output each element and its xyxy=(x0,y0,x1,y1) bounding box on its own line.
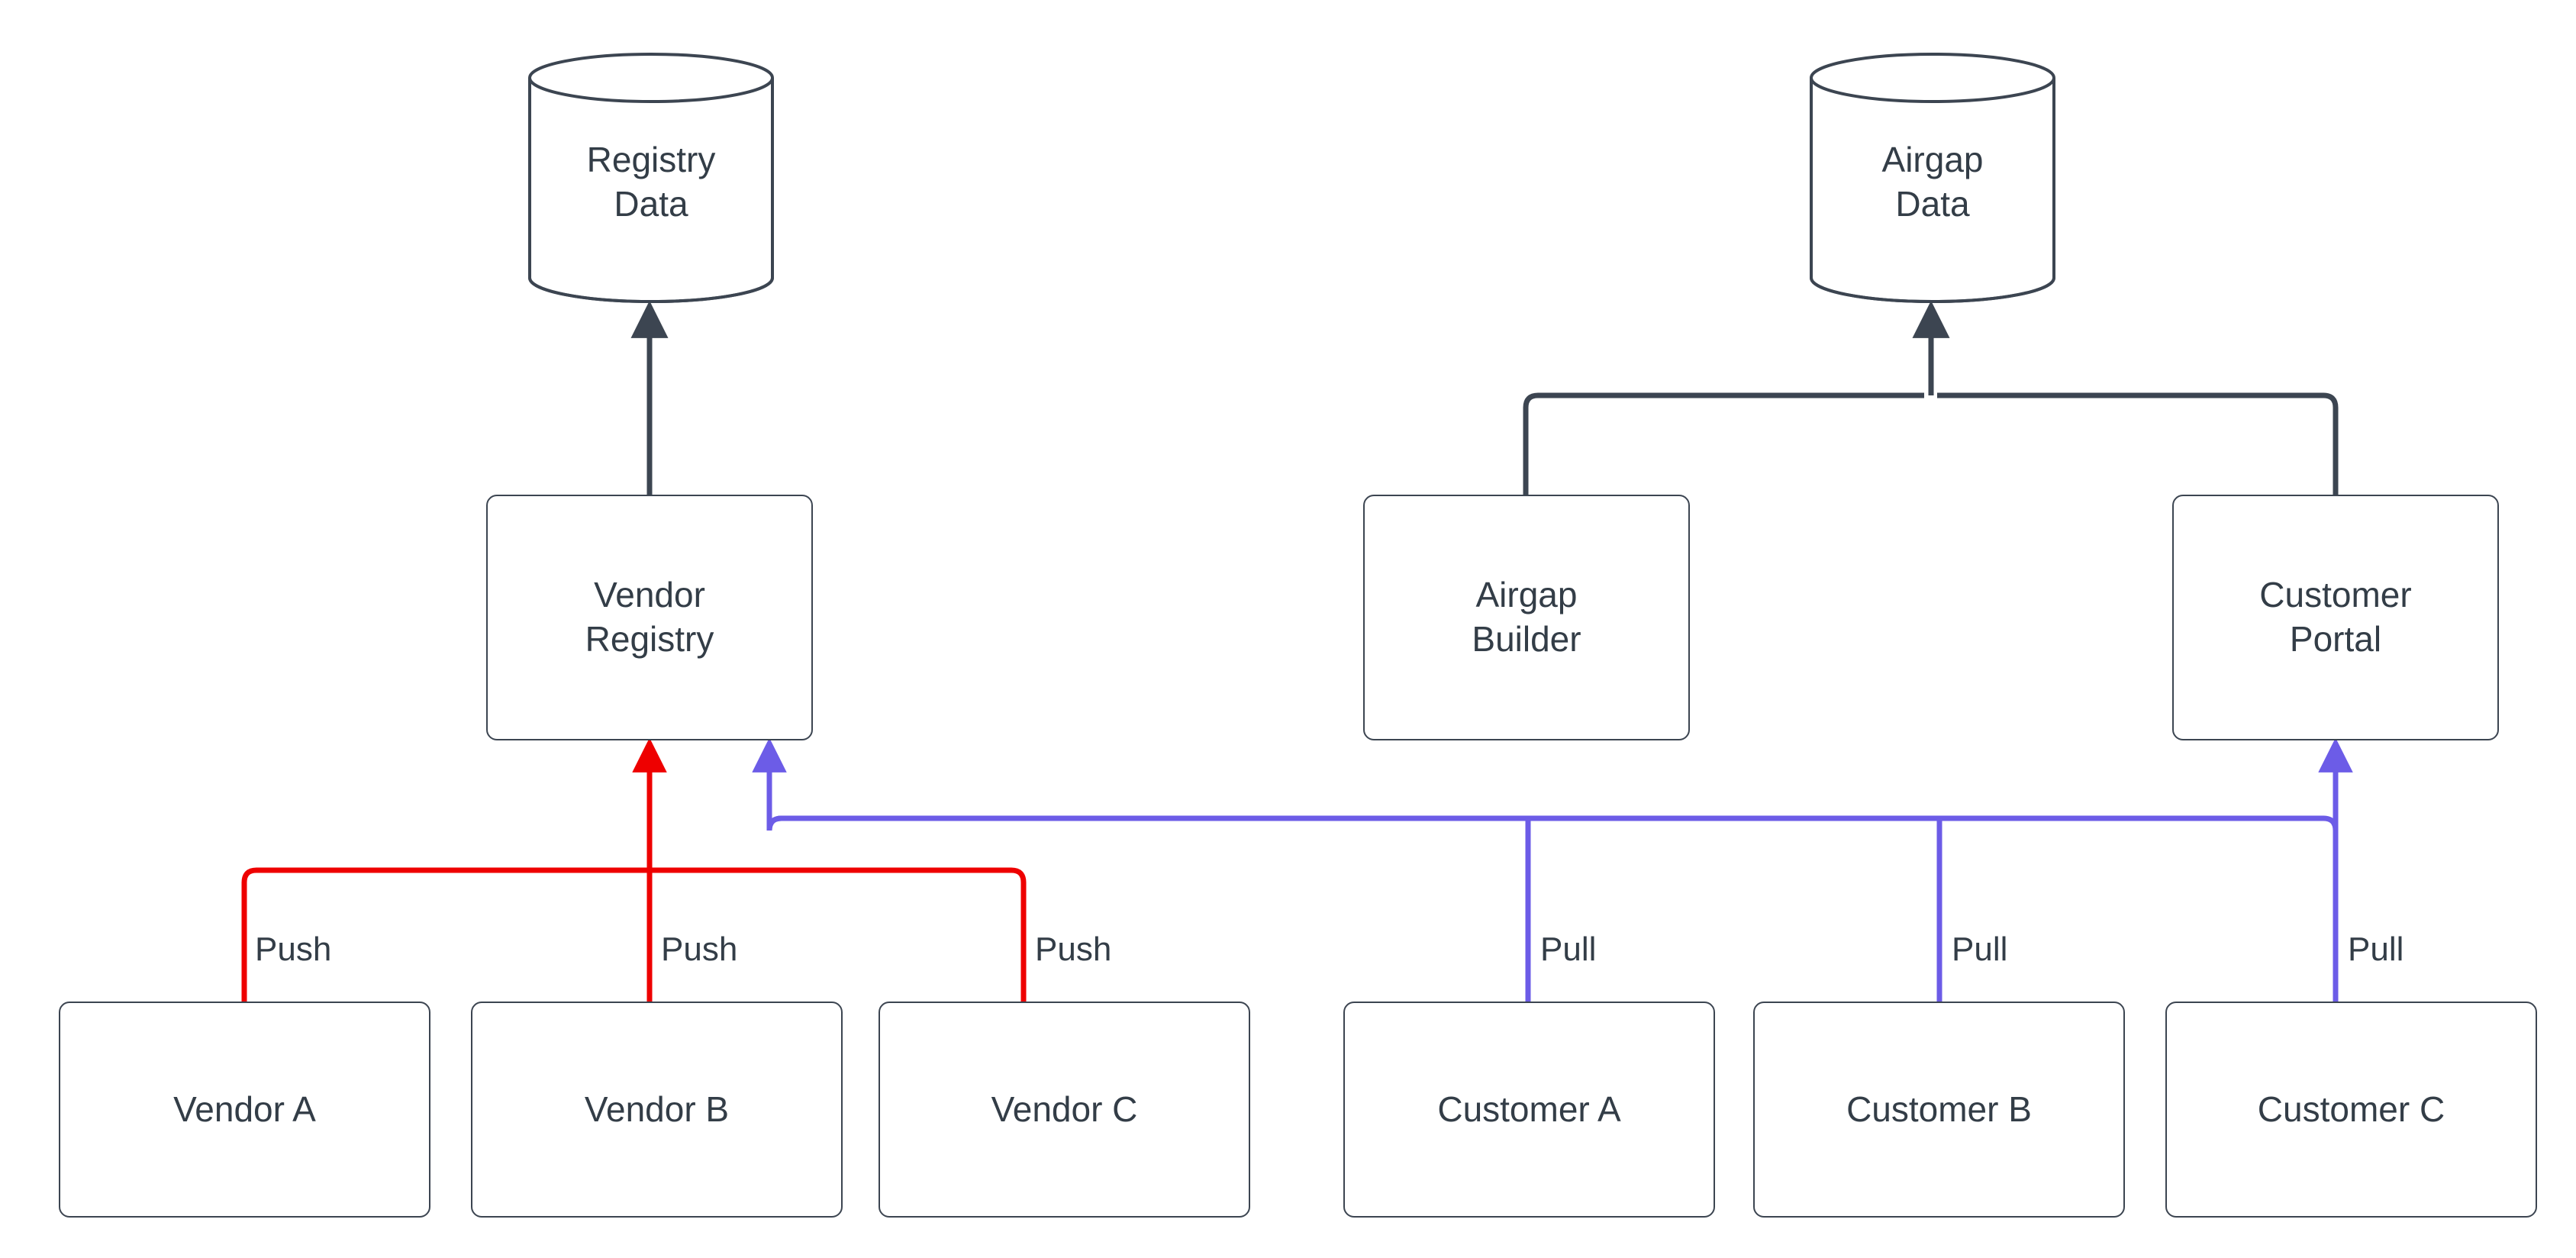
edge-label-pull-customer-c: Pull xyxy=(2348,931,2404,968)
node-registry-data[interactable]: Registry Data xyxy=(527,52,775,304)
node-vendor-a[interactable]: Vendor A xyxy=(59,1002,430,1218)
edge-push-bus xyxy=(241,867,1027,1002)
edge-label-push-vendor-c: Push xyxy=(1035,931,1112,968)
node-label-registry-data: Registry Data xyxy=(586,140,716,224)
node-label-airgap-data: Airgap Data xyxy=(1881,140,1984,224)
cylinder-shape-registry-data xyxy=(528,53,774,303)
edge-label-push-vendor-b: Push xyxy=(661,931,738,968)
edge-label-pull-customer-b: Pull xyxy=(1952,931,2008,968)
node-vendor-b[interactable]: Vendor B xyxy=(471,1002,843,1218)
edge-pull-bus-left-leg xyxy=(766,744,2323,831)
cylinder-shape-airgap-data xyxy=(1810,53,2055,303)
node-customer-c[interactable]: Customer C xyxy=(2165,1002,2537,1218)
node-customer-b[interactable]: Customer B xyxy=(1753,1002,2125,1218)
node-vendor-registry[interactable]: Vendor Registry xyxy=(486,495,813,740)
node-customer-a[interactable]: Customer A xyxy=(1343,1002,1715,1218)
node-airgap-builder[interactable]: Airgap Builder xyxy=(1363,495,1690,740)
node-airgap-data[interactable]: Airgap Data xyxy=(1809,52,2056,304)
edge-pull-bus-corner-left xyxy=(766,815,782,831)
node-customer-portal[interactable]: Customer Portal xyxy=(2172,495,2499,740)
edge-customer-portal-to-airgap-data xyxy=(1937,392,2339,495)
edge-label-pull-customer-a: Pull xyxy=(1540,931,1597,968)
edge-pull-customer-c-riser xyxy=(2323,815,2339,1002)
edge-airgap-builder-to-airgap-data xyxy=(1523,392,1924,495)
edge-label-push-vendor-a: Push xyxy=(255,931,332,968)
node-vendor-c[interactable]: Vendor C xyxy=(879,1002,1250,1218)
